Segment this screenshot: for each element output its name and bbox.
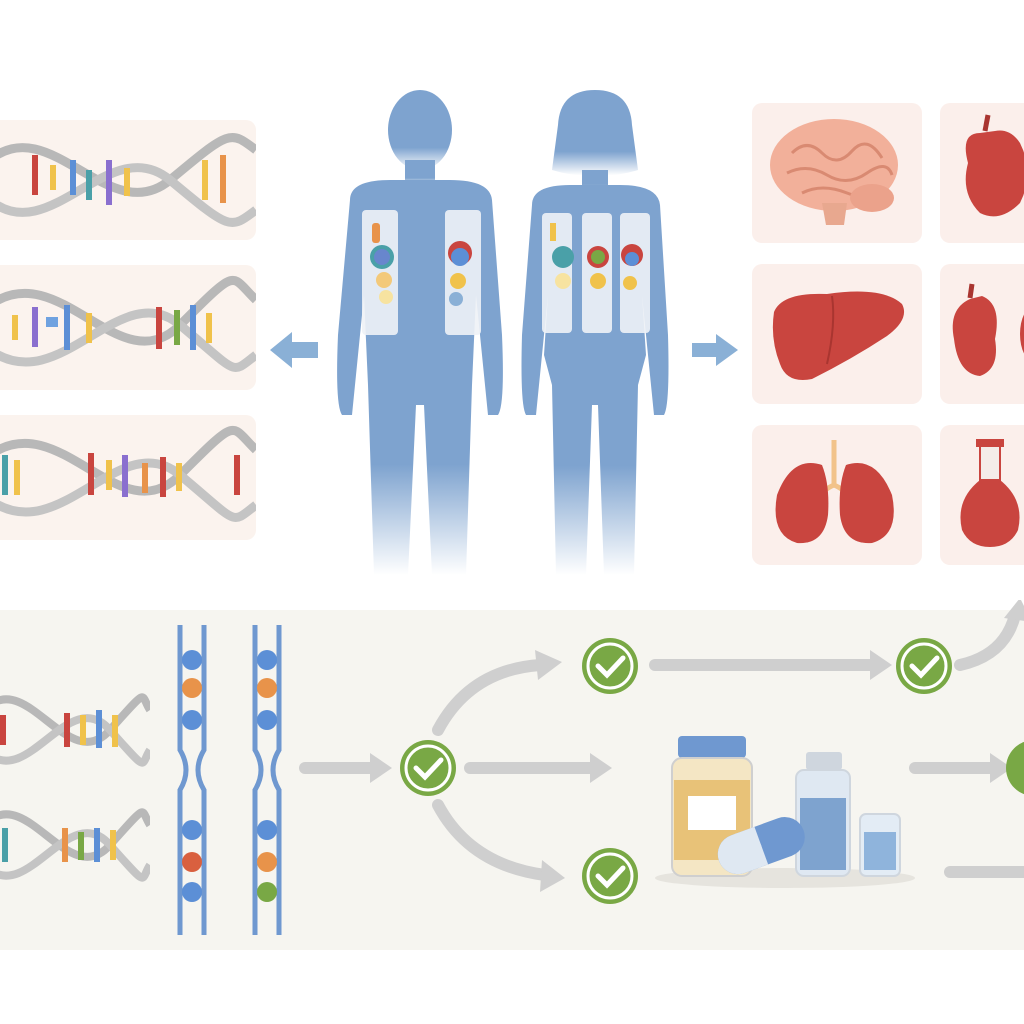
lungs-icon [775, 440, 894, 544]
chromosome-strand-icon [252, 625, 282, 935]
arrow-left-icon [270, 332, 318, 368]
organ-card-flask [940, 425, 1024, 565]
check-circle-icon [1006, 741, 1024, 795]
chromosome-strand-icon [177, 625, 207, 935]
arrow-right-icon [692, 334, 738, 366]
human-silhouette-icon [337, 90, 669, 575]
check-circle-icon [582, 638, 638, 694]
kidney-icon [965, 114, 1024, 217]
dna-card-1 [0, 120, 256, 240]
organ-card-lungs [752, 425, 922, 565]
dna-helix-icon [0, 133, 256, 227]
brain-icon [770, 119, 898, 225]
pipeline-flow [299, 600, 1024, 904]
check-circle-icon [400, 740, 456, 796]
organ-card-brain [752, 103, 922, 243]
organ-card-liver [752, 264, 922, 404]
dna-helix-icon [0, 808, 150, 882]
dna-card-2 [0, 265, 256, 390]
kidney-pair-icon [952, 283, 1024, 376]
dna-helix-icon [0, 426, 256, 522]
dna-helix-icon [0, 276, 256, 372]
liver-icon [772, 291, 905, 380]
dna-card-3 [0, 415, 256, 540]
medicine-bottles-icon [655, 736, 915, 888]
organ-card-kidney [940, 103, 1024, 243]
flask-organ-icon [960, 439, 1020, 547]
check-circle-icon [896, 638, 952, 694]
organ-card-kidney-pair [940, 264, 1024, 404]
check-circle-icon [582, 848, 638, 904]
dna-helix-icon [0, 693, 150, 767]
